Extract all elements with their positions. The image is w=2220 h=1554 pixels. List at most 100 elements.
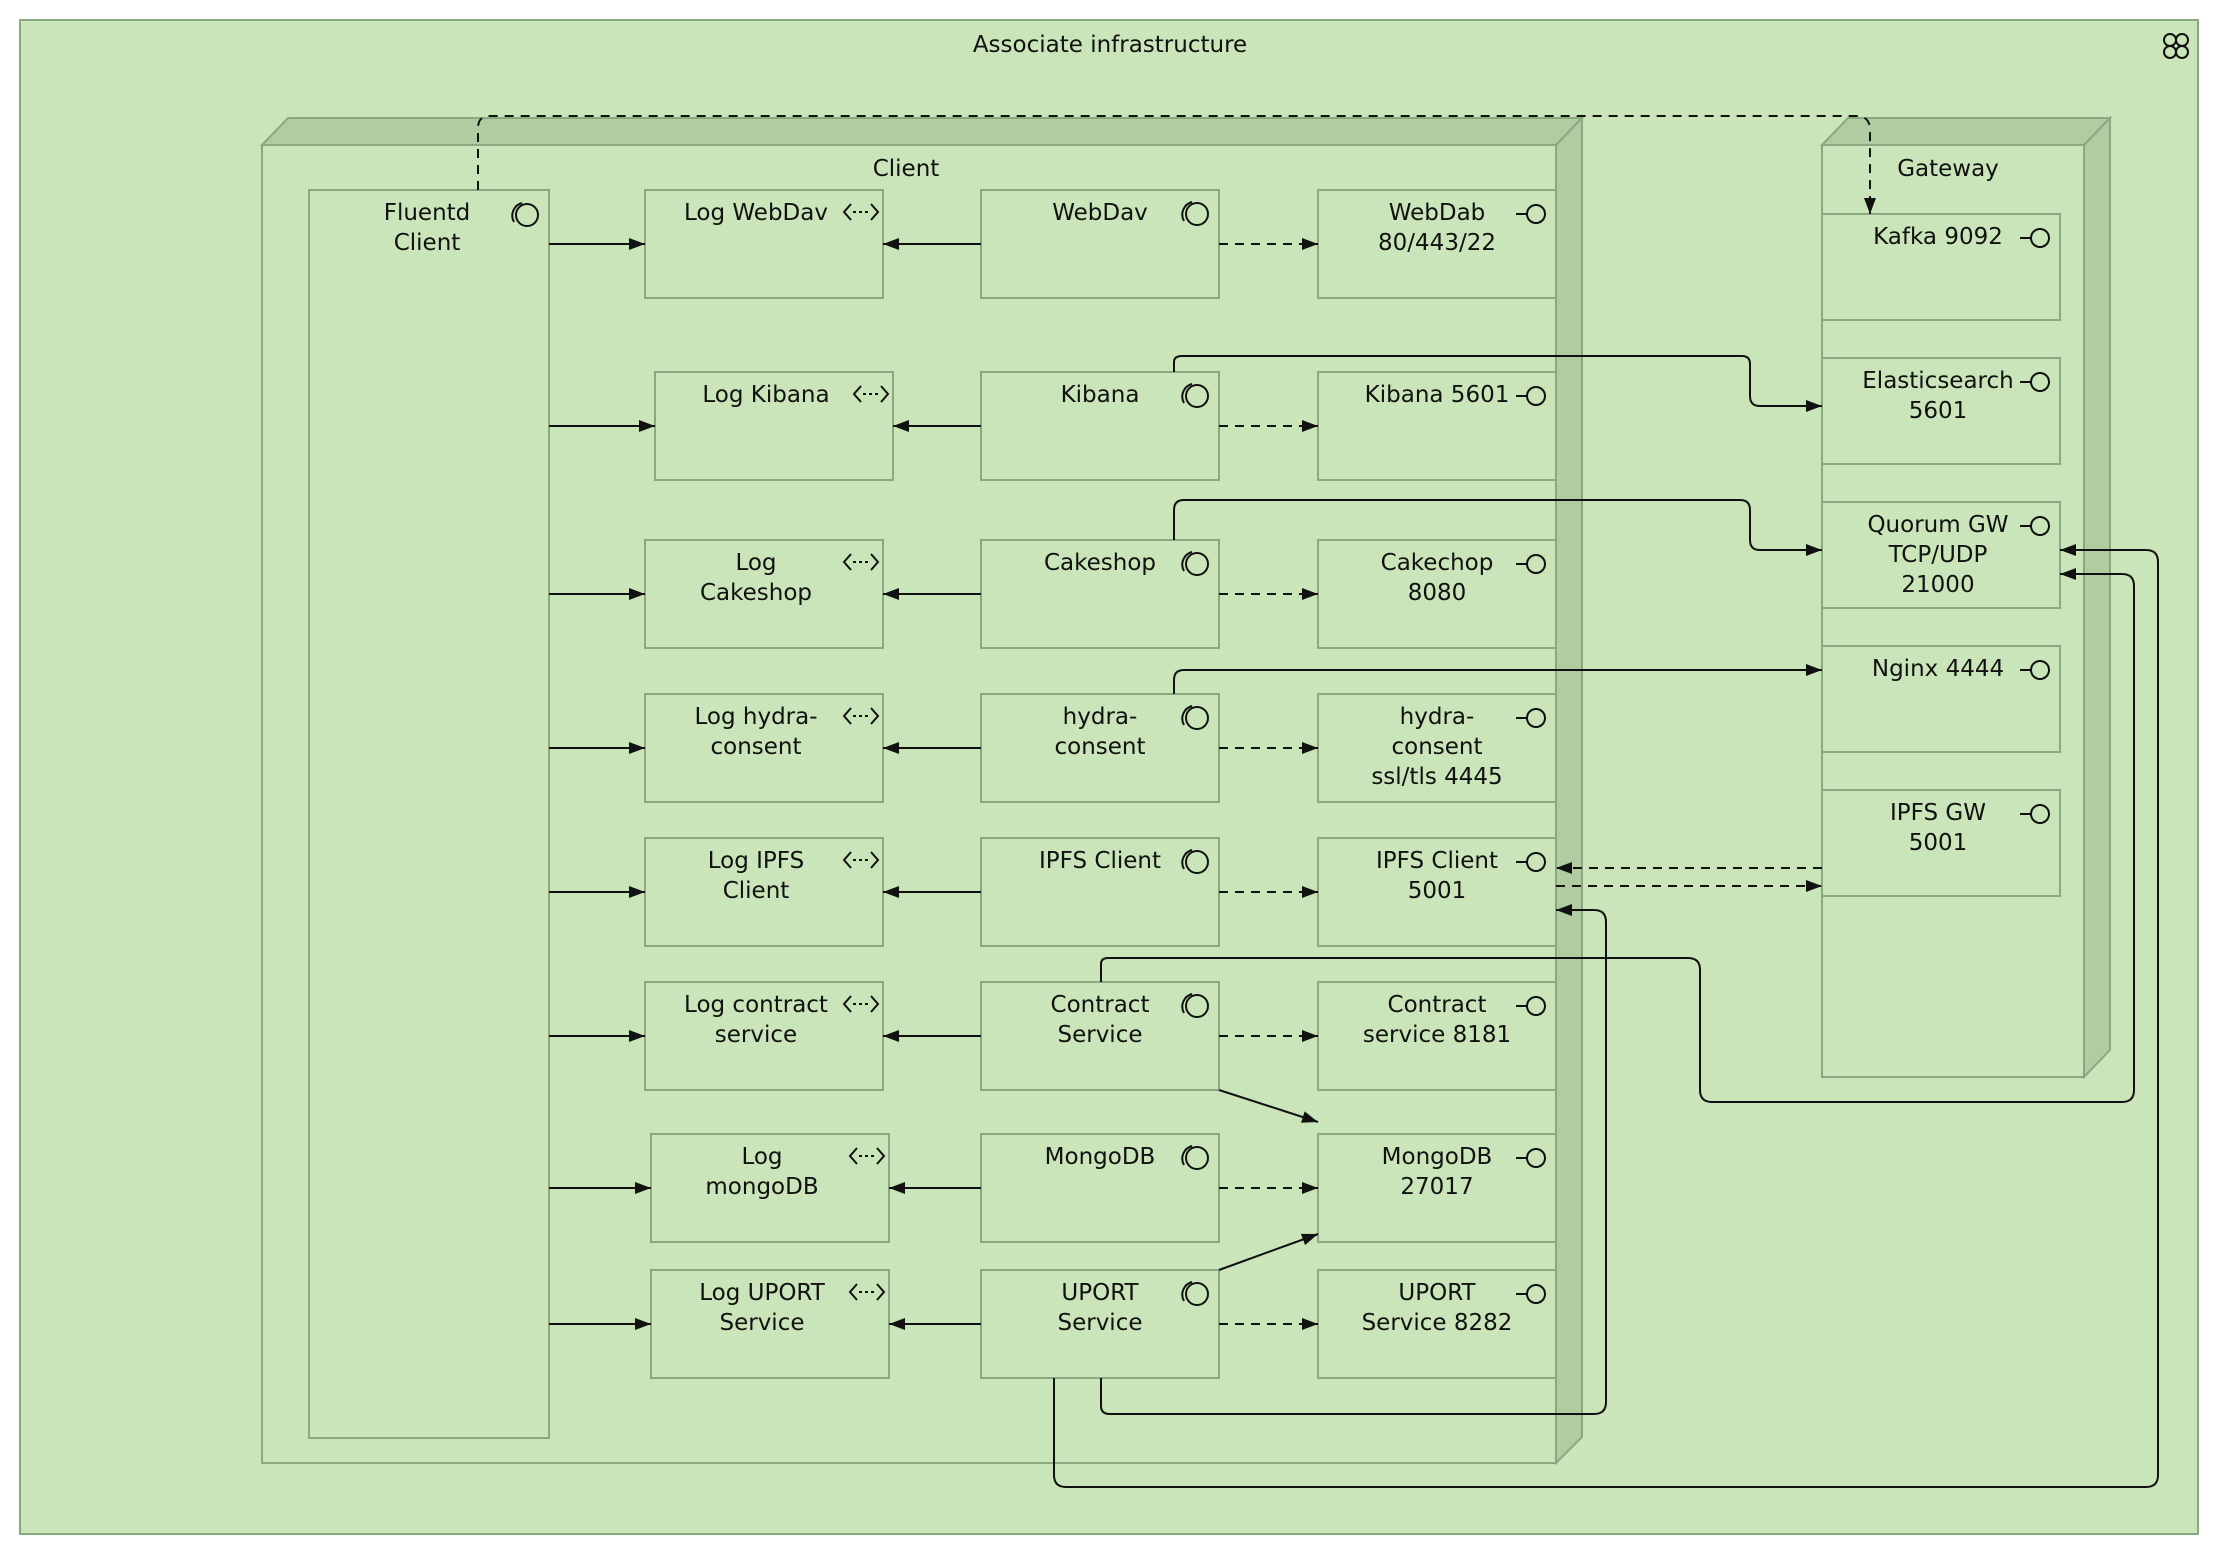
interface-icon bbox=[2020, 660, 2050, 680]
log-hydra-component bbox=[644, 693, 884, 803]
log-interface-icon bbox=[852, 385, 890, 403]
interface-icon bbox=[1516, 204, 1546, 224]
port-uport-component bbox=[1317, 1269, 1557, 1379]
gateway-nginx-component bbox=[1821, 645, 2061, 753]
contract-to-mongodb-connector bbox=[1218, 1089, 1319, 1123]
port-webdav-component bbox=[1317, 189, 1557, 299]
row-hydra: Log hydra-consent hydra-consent hydra-cons… bbox=[644, 693, 1557, 803]
service-cakeshop-component bbox=[980, 539, 1220, 649]
contract-to-quorum-connector bbox=[1100, 568, 2135, 1103]
interface-icon bbox=[1516, 708, 1546, 728]
client-title: Client bbox=[873, 156, 940, 182]
component-role-icon bbox=[1181, 201, 1209, 226]
diagram-title: Associate infrastructure bbox=[973, 32, 1247, 58]
log-interface-icon bbox=[842, 553, 880, 571]
uport-to-mongodb-connector bbox=[1218, 1233, 1319, 1271]
fluentd-to-kafka-connector bbox=[477, 115, 1876, 214]
gateway-kafka: Kafka 9092 bbox=[1821, 213, 2061, 321]
interface-icon bbox=[2020, 372, 2050, 392]
interface-icon bbox=[1516, 996, 1546, 1016]
gateway-kafka-label: Kafka 9092 bbox=[1873, 224, 2003, 250]
service-cakeshop-label: Cakeshop bbox=[1044, 550, 1156, 576]
gateway-title: Gateway bbox=[1897, 156, 1999, 182]
log-uport-component bbox=[650, 1269, 890, 1379]
gateway-elasticsearch-component bbox=[1821, 357, 2061, 465]
component-role-icon bbox=[1181, 705, 1209, 730]
gateway-nginx: Nginx 4444 bbox=[1821, 645, 2061, 753]
service-webdav-component bbox=[980, 189, 1220, 299]
port-hydra-component bbox=[1317, 693, 1557, 803]
log-cakeshop-component bbox=[644, 539, 884, 649]
uport-to-ipfs-client-connector bbox=[1100, 904, 1607, 1415]
port-cakeshop-component bbox=[1317, 539, 1557, 649]
log-kibana-label: Log Kibana bbox=[702, 382, 829, 408]
service-kibana-label: Kibana bbox=[1061, 382, 1140, 408]
interface-icon bbox=[1516, 554, 1546, 574]
port-mongodb-component bbox=[1317, 1133, 1557, 1243]
interface-icon bbox=[1516, 1284, 1546, 1304]
uport-to-quorum-connector bbox=[1053, 544, 2159, 1488]
interface-icon bbox=[1516, 852, 1546, 872]
log-interface-icon bbox=[848, 1147, 886, 1165]
component-role-icon bbox=[1181, 551, 1209, 576]
component-role-icon bbox=[1181, 993, 1209, 1018]
component-role-icon bbox=[511, 202, 539, 227]
gateway-nginx-label: Nginx 4444 bbox=[1872, 656, 2004, 682]
log-hydra-label: Log hydra-consent bbox=[694, 704, 817, 760]
log-ipfs-component bbox=[644, 837, 884, 947]
interface-icon bbox=[1516, 386, 1546, 406]
service-hydra-label: hydra-consent bbox=[1054, 704, 1145, 760]
log-interface-icon bbox=[842, 995, 880, 1013]
component-role-icon bbox=[1181, 1145, 1209, 1170]
service-webdav-label: WebDav bbox=[1052, 200, 1148, 226]
gateway-ipfs-component bbox=[1821, 789, 2061, 897]
hydra-to-nginx-connector bbox=[1173, 664, 1822, 694]
interface-icon bbox=[2020, 516, 2050, 536]
interface-icon bbox=[2020, 228, 2050, 248]
component-role-icon bbox=[1181, 1281, 1209, 1306]
log-interface-icon bbox=[848, 1283, 886, 1301]
log-interface-icon bbox=[842, 203, 880, 221]
log-kibana-component bbox=[654, 371, 894, 481]
log-mongodb-component bbox=[650, 1133, 890, 1243]
kibana-to-elasticsearch-connector bbox=[1173, 355, 1822, 412]
interface-icon bbox=[1516, 1148, 1546, 1168]
service-ipfs-label: IPFS Client bbox=[1039, 848, 1161, 874]
gateway-quorum-component bbox=[1821, 501, 2061, 609]
gateway-kafka-component bbox=[1821, 213, 2061, 321]
cakeshop-to-quorum-connector bbox=[1173, 499, 1822, 556]
port-kibana-component bbox=[1317, 371, 1557, 481]
service-mongodb-label: MongoDB bbox=[1045, 1144, 1156, 1170]
interface-icon bbox=[2020, 804, 2050, 824]
port-contract-component bbox=[1317, 981, 1557, 1091]
log-interface-icon bbox=[842, 707, 880, 725]
